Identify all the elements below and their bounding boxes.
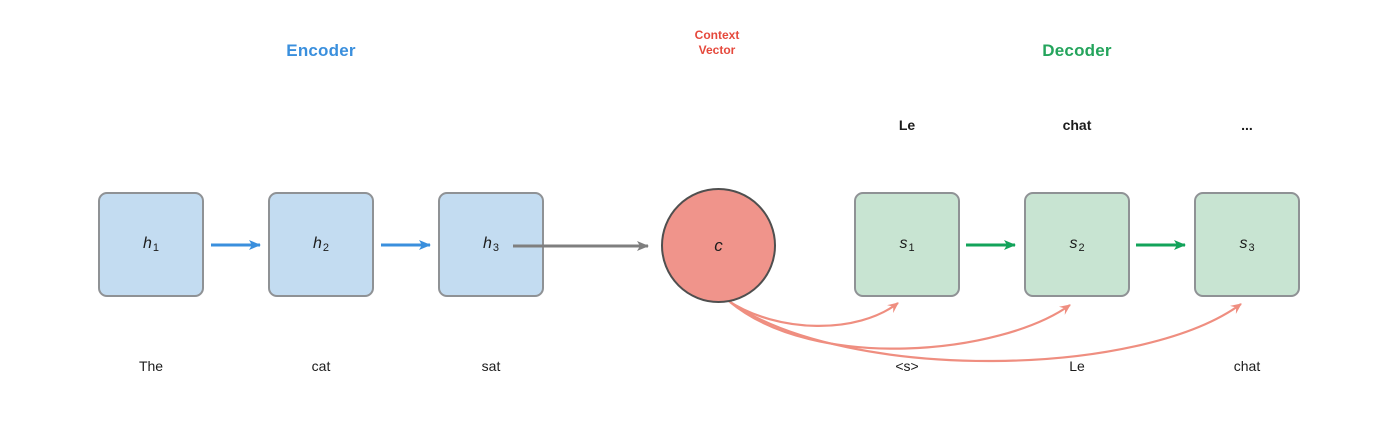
context-title-line1: Context bbox=[694, 28, 740, 42]
context-vector-label: c bbox=[714, 235, 723, 255]
context-arrow-to-s2 bbox=[729, 301, 1071, 350]
encoder-box-h3: h3 bbox=[438, 192, 544, 297]
decoder-input-word-3: chat bbox=[1233, 358, 1261, 374]
decoder-output-word-2: chat bbox=[1062, 117, 1092, 133]
decoder-box-s1: s1 bbox=[854, 192, 960, 297]
decoder-box-s3: s3 bbox=[1194, 192, 1300, 297]
encoder-box-h2: h2 bbox=[268, 192, 374, 297]
decoder-title: Decoder bbox=[1042, 41, 1112, 60]
context-arrow-to-s3 bbox=[732, 303, 1242, 363]
encoder-input-word-2: cat bbox=[311, 358, 331, 374]
decoder-input-word-1: <s> bbox=[895, 358, 919, 374]
context-vector-title: Context Vector bbox=[657, 28, 777, 58]
decoder-box-s3-label: s3 bbox=[1239, 235, 1255, 254]
encoder-input-word-3: sat bbox=[481, 358, 501, 374]
decoder-box-s1-label: s1 bbox=[899, 235, 915, 254]
decoder-output-word-3: ... bbox=[1241, 117, 1253, 133]
decoder-input-word-2: Le bbox=[1069, 358, 1085, 374]
encoder-box-h2-label: h2 bbox=[312, 235, 330, 254]
encoder-input-word-1: The bbox=[138, 358, 164, 374]
encoder-box-h3-label: h3 bbox=[482, 235, 500, 254]
decoder-box-s2: s2 bbox=[1024, 192, 1130, 297]
context-vector-circle: c bbox=[661, 188, 776, 303]
encoder-box-h1-label: h1 bbox=[142, 235, 160, 254]
encoder-box-h1: h1 bbox=[98, 192, 204, 297]
context-arrow-to-s1 bbox=[726, 299, 899, 327]
decoder-output-word-1: Le bbox=[898, 117, 916, 133]
decoder-box-s2-label: s2 bbox=[1069, 235, 1085, 254]
encoder-title: Encoder bbox=[286, 41, 356, 60]
context-title-line2: Vector bbox=[698, 43, 736, 57]
